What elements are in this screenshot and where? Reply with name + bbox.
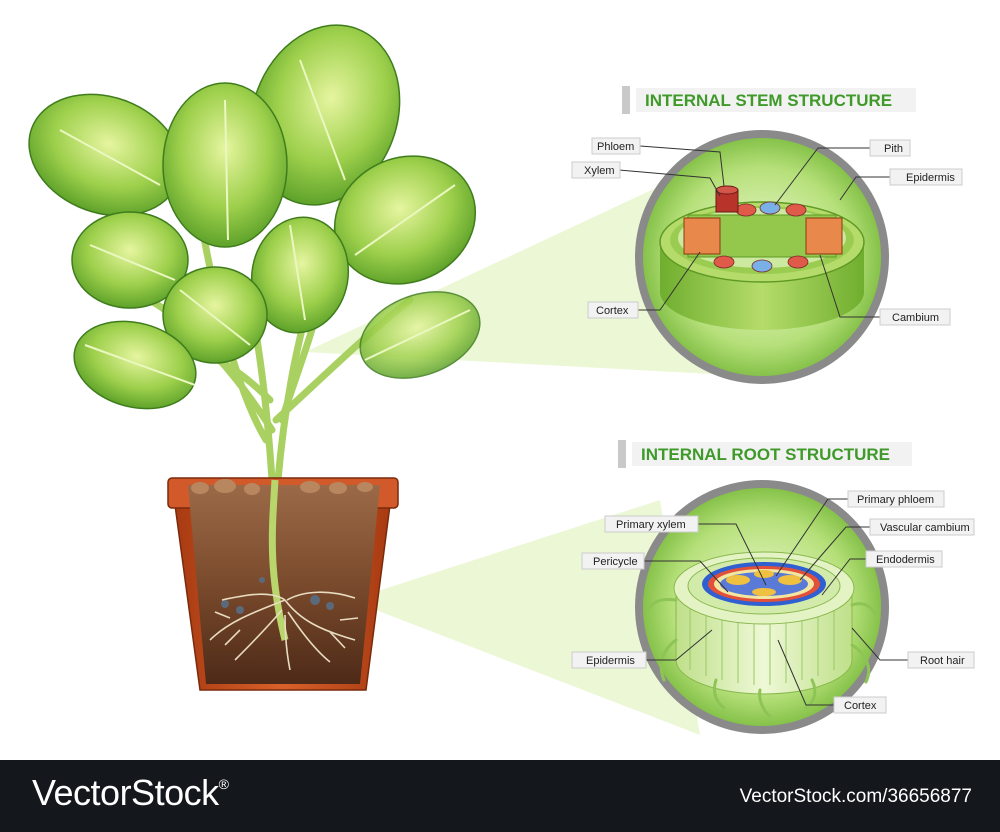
leaf <box>359 291 481 379</box>
svg-text:Cambium: Cambium <box>892 312 939 324</box>
soil <box>188 485 380 684</box>
plant-illustration <box>28 24 481 691</box>
plant-structure-diagram: INTERNAL STEM STRUCTURE <box>28 24 975 735</box>
image-id: VectorStock.com/36656877 <box>739 786 972 807</box>
svg-text:Phloem: Phloem <box>597 141 634 153</box>
stem-label-pith: Pith <box>869 139 911 157</box>
leaf <box>249 24 401 206</box>
svg-text:Pith: Pith <box>884 143 903 155</box>
root-label-epidermis: Epidermis <box>571 651 647 669</box>
watermark-footer: VectorStock® VectorStock.com/36656877 <box>0 760 1000 832</box>
leaf <box>71 211 189 309</box>
svg-text:Cortex: Cortex <box>844 700 877 712</box>
root-label-root-hair: Root hair <box>907 651 975 669</box>
leaf <box>250 216 350 334</box>
root-label-primary-xylem: Primary xylem <box>604 515 699 533</box>
root-label-primary-phloem: Primary phloem <box>847 490 945 508</box>
stem-magnifier <box>635 130 889 384</box>
stem-label-cortex: Cortex <box>587 301 639 319</box>
stem-label-xylem: Xylem <box>571 161 621 179</box>
root-label-endodermis: Endodermis <box>865 550 943 568</box>
root-section-title-banner: INTERNAL ROOT STRUCTURE <box>618 440 912 468</box>
svg-text:Endodermis: Endodermis <box>876 554 935 566</box>
stem-label-phloem: Phloem <box>591 137 641 155</box>
svg-text:Root hair: Root hair <box>920 655 965 667</box>
svg-text:Xylem: Xylem <box>584 165 615 177</box>
root-section-title: INTERNAL ROOT STRUCTURE <box>641 445 890 464</box>
root-label-cortex: Cortex <box>833 696 887 714</box>
vectorstock-logo: VectorStock® <box>32 772 229 813</box>
svg-text:Primary phloem: Primary phloem <box>857 494 934 506</box>
svg-text:Epidermis: Epidermis <box>586 655 635 667</box>
leaf <box>73 320 197 410</box>
svg-text:Cortex: Cortex <box>596 305 629 317</box>
svg-text:Vascular cambium: Vascular cambium <box>880 522 970 534</box>
svg-text:Pericycle: Pericycle <box>593 556 638 568</box>
stem-label-cambium: Cambium <box>879 308 951 326</box>
stem-label-epidermis: Epidermis <box>889 168 963 186</box>
svg-text:Primary xylem: Primary xylem <box>616 519 686 531</box>
svg-text:Epidermis: Epidermis <box>906 172 955 184</box>
leaf <box>162 82 288 248</box>
root-label-vascular-cambium: Vascular cambium <box>869 518 975 536</box>
root-label-pericycle: Pericycle <box>581 552 645 570</box>
stem-section-title-banner: INTERNAL STEM STRUCTURE <box>622 86 916 114</box>
stem-section-title: INTERNAL STEM STRUCTURE <box>645 91 892 110</box>
